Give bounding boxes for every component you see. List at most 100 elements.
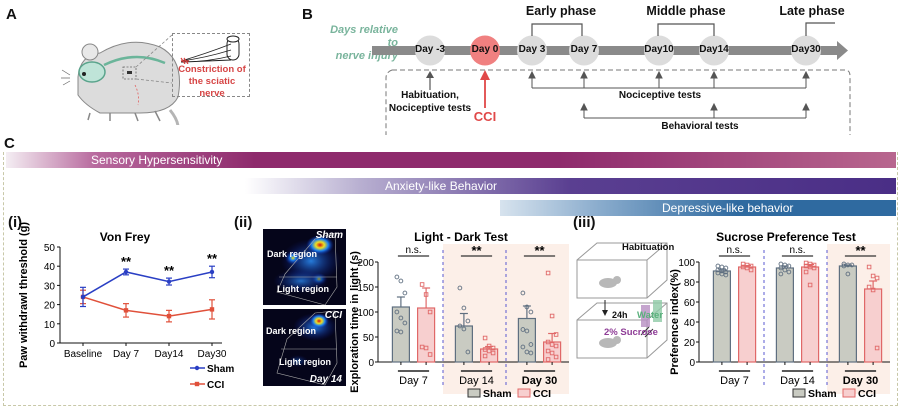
legend-label: Sham [207, 364, 234, 375]
data-point [394, 274, 400, 280]
data-point [394, 309, 400, 315]
cci-label: CCI [473, 109, 497, 124]
bar-cci [801, 266, 820, 363]
data-point [457, 323, 463, 329]
y-tick-label: 10 [44, 320, 56, 331]
x-tick-label: Day14 [155, 349, 184, 360]
x-category-label: Day 30 [843, 375, 878, 387]
day-label: Day 3 [518, 44, 546, 55]
data-point [423, 345, 429, 351]
timeline-day-circle [517, 35, 547, 66]
data-point [723, 272, 729, 278]
data-point [786, 263, 792, 269]
legend-label: Sham [483, 388, 512, 400]
timeline [372, 22, 851, 135]
data-point [719, 264, 725, 270]
y-tick-label: 200 [357, 258, 374, 269]
middle-phase-bracket [657, 23, 715, 36]
sub-panel-iii-label: (iii) [573, 214, 596, 231]
legend-swatch [842, 388, 856, 398]
data-point [465, 349, 471, 355]
data-point [782, 267, 788, 273]
data-point [723, 265, 729, 271]
data-point-cci [123, 308, 129, 313]
bar-sham [391, 306, 411, 363]
timeline-day-circle [644, 35, 674, 66]
callout-line-2: the sciatic nerve [188, 76, 236, 99]
legend-label: CCI [858, 388, 876, 400]
panel-a-letter: A [6, 6, 17, 23]
day-label: Day10 [644, 44, 674, 55]
day-label: Day30 [791, 44, 821, 55]
data-point-cci [209, 307, 215, 312]
band-label: Depressive-like behavior [662, 201, 794, 215]
significance-marker: ** [471, 243, 482, 258]
series-line-cci [82, 296, 213, 317]
dark-region-label: Dark region [267, 249, 318, 259]
legend-marker [194, 365, 200, 371]
cci-arrow [480, 70, 490, 80]
data-point [457, 285, 463, 291]
tests-dashed-box [385, 69, 851, 135]
injury-site-box [122, 66, 137, 80]
behavioral-tests-label: Behavioral tests [661, 121, 739, 132]
significance-marker: ** [164, 263, 175, 278]
legend-label: Sham [808, 388, 837, 400]
data-point [841, 263, 847, 269]
mouse-eye [82, 72, 86, 76]
callout-line-1: Constriction of [178, 64, 246, 75]
mouse-spine [103, 55, 166, 67]
mouse-legs [87, 110, 161, 122]
data-point [545, 339, 551, 345]
chart-title: Sucrose Preference Test [716, 230, 856, 244]
data-point [866, 284, 872, 290]
sub-panel-i-label: (i) [8, 214, 23, 231]
panel-c-frame [3, 152, 898, 406]
significance-marker: n.s. [789, 245, 805, 256]
data-point [715, 263, 721, 269]
water-label: Water [637, 310, 664, 321]
data-point [482, 353, 488, 359]
data-point [545, 357, 551, 362]
band-sensory-hypersensitivity: Sensory Hypersensitivity [6, 152, 896, 168]
timeline-day-circle [699, 35, 729, 66]
habituation-label-1: Habituation, [401, 90, 459, 101]
data-point-sham [166, 279, 172, 284]
data-point [398, 278, 404, 284]
data-point [419, 282, 425, 287]
y-tick-label: 100 [678, 258, 695, 269]
data-point [528, 342, 534, 347]
y-tick-label: 0 [368, 358, 374, 369]
callout-box [172, 33, 250, 97]
y-axis-label: Exploration time in light (s) [349, 251, 361, 393]
habituation-step-label: Habituation [622, 242, 675, 253]
y-tick-label: 20 [44, 301, 56, 312]
heatmap-cci-label: CCI [324, 310, 342, 321]
sub-panel-ii-label: (ii) [234, 214, 253, 231]
data-point [482, 335, 488, 341]
timeline-arrowhead [837, 41, 848, 60]
x-category-label: Day 7 [720, 375, 749, 387]
y-tick-label: 150 [357, 283, 374, 294]
day-label: Day14 [699, 44, 729, 55]
data-point [866, 264, 872, 270]
data-point [870, 287, 876, 293]
mouse-whiskers [61, 69, 71, 86]
heatmap-day-label: Day 14 [309, 374, 342, 385]
data-point [723, 269, 729, 275]
y-tick-label: 0 [689, 358, 695, 369]
data-point-sham [209, 269, 215, 275]
data-point-sham [123, 269, 129, 275]
nerve-diagram-icon [180, 35, 240, 64]
data-point [465, 318, 471, 324]
timeline-bar [372, 46, 837, 55]
data-point [553, 343, 559, 349]
y-tick-label: 40 [684, 318, 696, 329]
band-depressive-like-behavior: Depressive-like behavior [500, 200, 896, 216]
data-point [461, 305, 467, 311]
legend-marker [194, 381, 200, 387]
sucrose-bottle [641, 305, 650, 327]
y-tick-label: 50 [363, 333, 375, 344]
